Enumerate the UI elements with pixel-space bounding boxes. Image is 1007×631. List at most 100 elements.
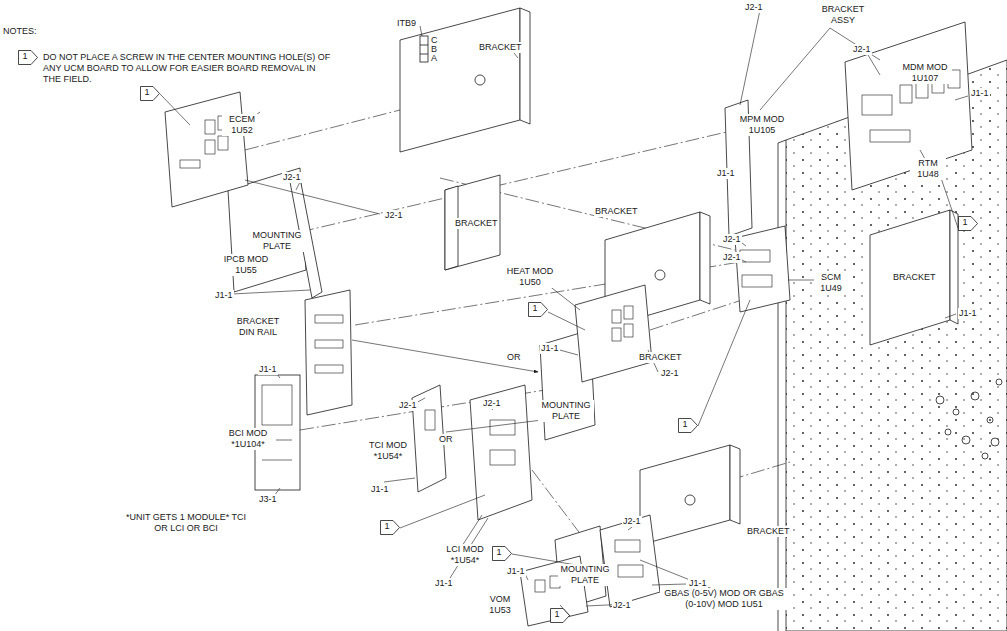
back-panel [953, 409, 959, 415]
callout-flag: 1 [678, 418, 698, 433]
connector-label: J2-1 [722, 252, 742, 263]
leader-line [945, 314, 956, 318]
connector-label: J1-1 [958, 308, 978, 319]
bracket [400, 8, 520, 152]
terminal-block [420, 36, 428, 62]
board-component [862, 95, 892, 115]
connector-label: J1-1 [434, 578, 454, 589]
circuit-board [845, 22, 972, 190]
leader-line [760, 28, 830, 110]
board-component [218, 136, 228, 150]
connector-label: J2-1 [722, 234, 742, 245]
leader-line [740, 10, 760, 105]
connector-label: J1-1 [506, 566, 526, 577]
board-component [615, 540, 640, 552]
part-label: GBAS (0-5V) MOD OR GBAS (0-10V) MOD 1U51 [660, 588, 788, 610]
callout-number: 1 [958, 216, 978, 228]
connector-label: J1-1 [970, 88, 990, 99]
part-label: BRACKET [892, 272, 937, 283]
mounting-plate [228, 168, 606, 610]
or-arrow [352, 340, 538, 372]
part-label: ECEM 1U52 [222, 114, 262, 136]
leader-line [868, 55, 880, 75]
connector-label: J1-1 [214, 290, 234, 301]
board-component [624, 306, 633, 319]
board-component [740, 250, 770, 262]
option-label: OR [438, 434, 454, 445]
back-panel [982, 453, 988, 459]
part-label: MPM MOD 1U105 [733, 114, 791, 136]
part-label: IPCB MOD 1U55 [222, 254, 270, 276]
part-label: MOUNTING PLATE [538, 400, 594, 422]
note-text: DO NOT PLACE A SCREW IN THE CENTER MOUNT… [42, 52, 336, 85]
flag-outline [959, 217, 978, 231]
back-panel [936, 396, 944, 404]
terminal-block [420, 45, 428, 46]
or-arrow [352, 340, 542, 432]
callout-flag: 1 [492, 546, 512, 561]
board-component [490, 420, 515, 435]
part-label: BRACKET [454, 218, 499, 229]
circuit-board [165, 92, 248, 207]
leader-line [698, 300, 750, 426]
board-component [315, 315, 343, 323]
bracket [950, 210, 958, 324]
part-label: HEAT MOD 1U50 [498, 266, 562, 288]
board-component [870, 130, 910, 142]
part-label: RTM 1U48 [910, 158, 946, 180]
board-component [618, 565, 643, 577]
leader-line [384, 478, 415, 482]
part-label: MOUNTING PLATE [250, 230, 304, 252]
leader-line [232, 290, 310, 294]
callout-flag: 1 [528, 302, 548, 317]
circuit-board [165, 22, 972, 626]
board-component [900, 85, 912, 103]
callout-number: 1 [528, 302, 548, 314]
connector-label: J2-1 [384, 210, 404, 221]
bracket [870, 210, 950, 345]
flag-outline [678, 418, 698, 433]
part-label: MDM MOD 1U107 [898, 62, 952, 84]
connector-label: J1-1 [540, 343, 560, 354]
board-component [742, 275, 772, 287]
callout-flag: 1 [380, 520, 400, 535]
callout-number: 1 [18, 50, 38, 62]
part-label: BRACKET [594, 206, 639, 217]
callout-flag: 1 [958, 216, 978, 231]
callout-number: 1 [550, 608, 570, 620]
back-panel [945, 429, 951, 435]
flag-outline [381, 521, 400, 535]
connector-label: J2-1 [660, 368, 680, 379]
circuit-board [735, 226, 790, 312]
board-component [180, 70, 960, 592]
leader-line [830, 28, 880, 60]
center-line [300, 130, 735, 232]
connector-label: J1-1 [258, 364, 278, 375]
connector-label: J2-1 [282, 172, 302, 183]
center-line [245, 110, 400, 150]
part-label: BCI MOD *1U104* [220, 428, 276, 450]
board-component [624, 324, 633, 337]
callout-flag: 1 [140, 86, 160, 101]
circuit-board [470, 385, 532, 520]
leader-line [420, 26, 422, 36]
board-component [315, 340, 343, 348]
terminal-block [420, 36, 428, 62]
leader-line [160, 94, 190, 125]
leader-line [652, 584, 686, 585]
board-component [315, 365, 343, 373]
flag-outline [19, 51, 38, 65]
note-text: NOTES: [2, 26, 38, 37]
flag-outline [528, 302, 548, 317]
part-label: BRACKET DIN RAIL [230, 316, 286, 338]
part-label: VOM 1U53 [482, 594, 518, 616]
leader-line [160, 10, 968, 616]
bracket [700, 212, 710, 304]
flag-outline [958, 216, 978, 231]
board-component [262, 385, 292, 425]
or-arrow [446, 420, 542, 432]
leader-line [548, 312, 585, 330]
part-label: ITB9 [396, 18, 417, 29]
connector-label: J2-1 [482, 398, 502, 409]
